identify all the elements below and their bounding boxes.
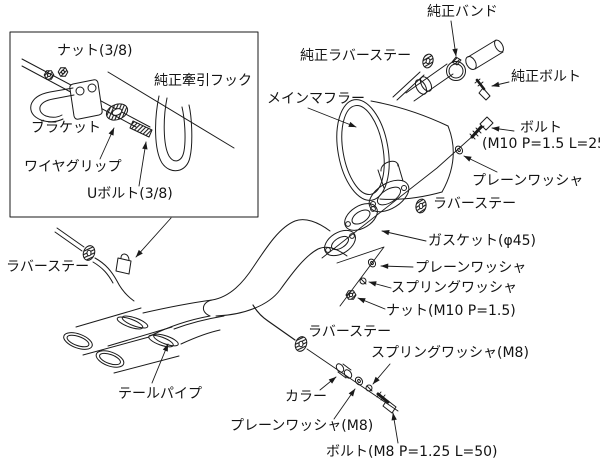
- inset-u-bolt-part: [129, 120, 153, 138]
- label-stock-band: 純正バンド: [427, 4, 498, 20]
- inlet-and-band: [392, 39, 504, 102]
- inset-tow-hook-part: [155, 95, 193, 172]
- nut-stack-axis: [336, 246, 385, 307]
- stock-rubber-stay-part: [422, 53, 434, 69]
- label-u-bolt-38: Uボルト(3/8): [87, 186, 173, 202]
- stock-bolt-part: [474, 78, 491, 101]
- label-wire-grip: ワイヤグリップ: [24, 159, 122, 175]
- inset-nuts: [43, 67, 69, 80]
- label-collar: カラー: [285, 389, 327, 405]
- gasket-part: [344, 203, 378, 231]
- label-stock-rubber-stay: 純正ラバーステー: [300, 48, 412, 64]
- inset-bracket-part: [30, 79, 103, 123]
- label-spring-washer-m8: スプリングワッシャ(M8): [371, 345, 529, 361]
- label-plain-washer-mid: プレーンワッシャ: [415, 260, 527, 276]
- label-bolt-m10-name: ボルト: [520, 120, 562, 136]
- collar-part: [335, 363, 353, 379]
- label-plain-washer-upper: プレーンワッシャ: [472, 173, 584, 189]
- label-tow-hook: 純正牽引フック: [154, 73, 252, 89]
- left-hanger: [54, 227, 135, 302]
- upper-fastener-axis: [321, 116, 494, 259]
- label-bolt-m8: ボルト(M8 P=1.25 L=50): [326, 444, 498, 460]
- label-bolt-m10-spec: (M10 P=1.5 L=25): [482, 135, 600, 152]
- label-rubber-stay-lower: ラバーステー: [308, 324, 392, 340]
- inset-wire-grip-part: [105, 103, 129, 121]
- bottom-hanger-axis: [252, 304, 399, 414]
- label-gasket: ガスケット(φ45): [428, 233, 536, 249]
- label-rubber-stay-left: ラバーステー: [6, 259, 90, 275]
- label-nut-38: ナット(3/8): [57, 43, 133, 59]
- label-rubber-stay-upper: ラバーステー: [433, 196, 517, 212]
- label-spring-washer-mid: スプリングワッシャ: [391, 280, 517, 296]
- label-plain-washer-m8: プレーンワッシャ(M8): [230, 418, 374, 434]
- stock-band-part: [446, 56, 466, 81]
- label-stock-bolt: 純正ボルト: [511, 69, 581, 85]
- rubber-stay-upper-part: [415, 198, 427, 214]
- label-main-muffler: メインマフラー: [267, 91, 365, 107]
- tail-pipe-part: [63, 219, 348, 374]
- label-bolt-m10: ボルト (M10 P=1.5 L=25): [482, 120, 600, 152]
- leader-lines: [151, 20, 515, 444]
- bolt-m8-part: [376, 391, 397, 414]
- label-nut-m10: ナット(M10 P=1.5): [386, 303, 516, 319]
- inset-detail-box: [9, 31, 259, 218]
- label-tail-pipe: テールパイプ: [118, 386, 202, 402]
- label-bracket: ブラケット: [31, 120, 101, 136]
